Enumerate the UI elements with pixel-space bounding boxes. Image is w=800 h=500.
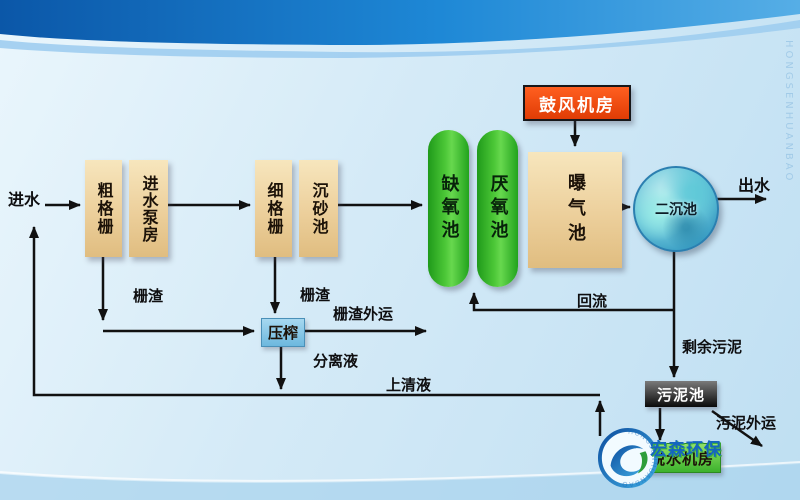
coarse-screen-box: 粗格栅 [85, 160, 122, 257]
secondary-clarifier-label: 二沉池 [655, 202, 697, 218]
inlet-pump-house-box: 进水泵房 [129, 160, 168, 257]
screenings-outbound-label: 栅渣外运 [333, 305, 394, 323]
anaerobic-tank: 厌氧池 [477, 130, 518, 287]
effluent-label: 出水 [738, 176, 771, 195]
logo-swirl-icon: HONGSENHUANBAO [597, 428, 659, 488]
screenings-label-coarse: 栅渣 [133, 287, 164, 305]
anoxic-tank-label: 缺氧池 [438, 174, 460, 243]
anaerobic-tank-label: 厌氧池 [487, 174, 509, 243]
excess-sludge-label: 剩余污泥 [682, 338, 743, 356]
separated-liquid-label: 分离液 [313, 352, 359, 370]
fine-screen-box: 细格栅 [255, 160, 292, 257]
brand-name: 宏森环保 [650, 440, 722, 460]
sludge-tank-box: 污泥池 [645, 381, 717, 407]
grit-chamber-box: 沉砂池 [299, 160, 338, 257]
banner-wave-dark [0, 0, 800, 46]
fine-screen-label: 细格栅 [264, 181, 284, 236]
screenings-label-fine: 栅渣 [300, 286, 331, 304]
anoxic-tank: 缺氧池 [428, 130, 469, 287]
influent-label: 进水 [8, 190, 41, 209]
bottom-wave [0, 464, 800, 500]
company-logo: HONGSENHUANBAO [597, 427, 659, 489]
aeration-tank-box: 曝气池 [528, 152, 622, 268]
coarse-screen-label: 粗格栅 [94, 181, 114, 236]
blower-room-label: 鼓风机房 [539, 95, 615, 116]
sludge-tank-label: 污泥池 [656, 385, 705, 404]
secondary-clarifier: 二沉池 [633, 166, 719, 252]
press-label: 压榨 [267, 324, 298, 342]
edge-watermark: HONGSENHUANBAO [783, 40, 794, 184]
aeration-tank-label: 曝气池 [565, 172, 586, 248]
inlet-pump-house-label: 进水泵房 [139, 174, 159, 243]
dewatering-room-label: 脱水机房 [649, 449, 714, 468]
supernatant-label: 上清液 [386, 376, 432, 394]
return-flow-label: 回流 [577, 292, 608, 310]
press-box: 压榨 [261, 318, 305, 347]
blower-room-box: 鼓风机房 [523, 85, 631, 121]
sludge-outbound-label: 污泥外运 [716, 414, 777, 432]
grit-chamber-label: 沉砂池 [309, 181, 329, 236]
